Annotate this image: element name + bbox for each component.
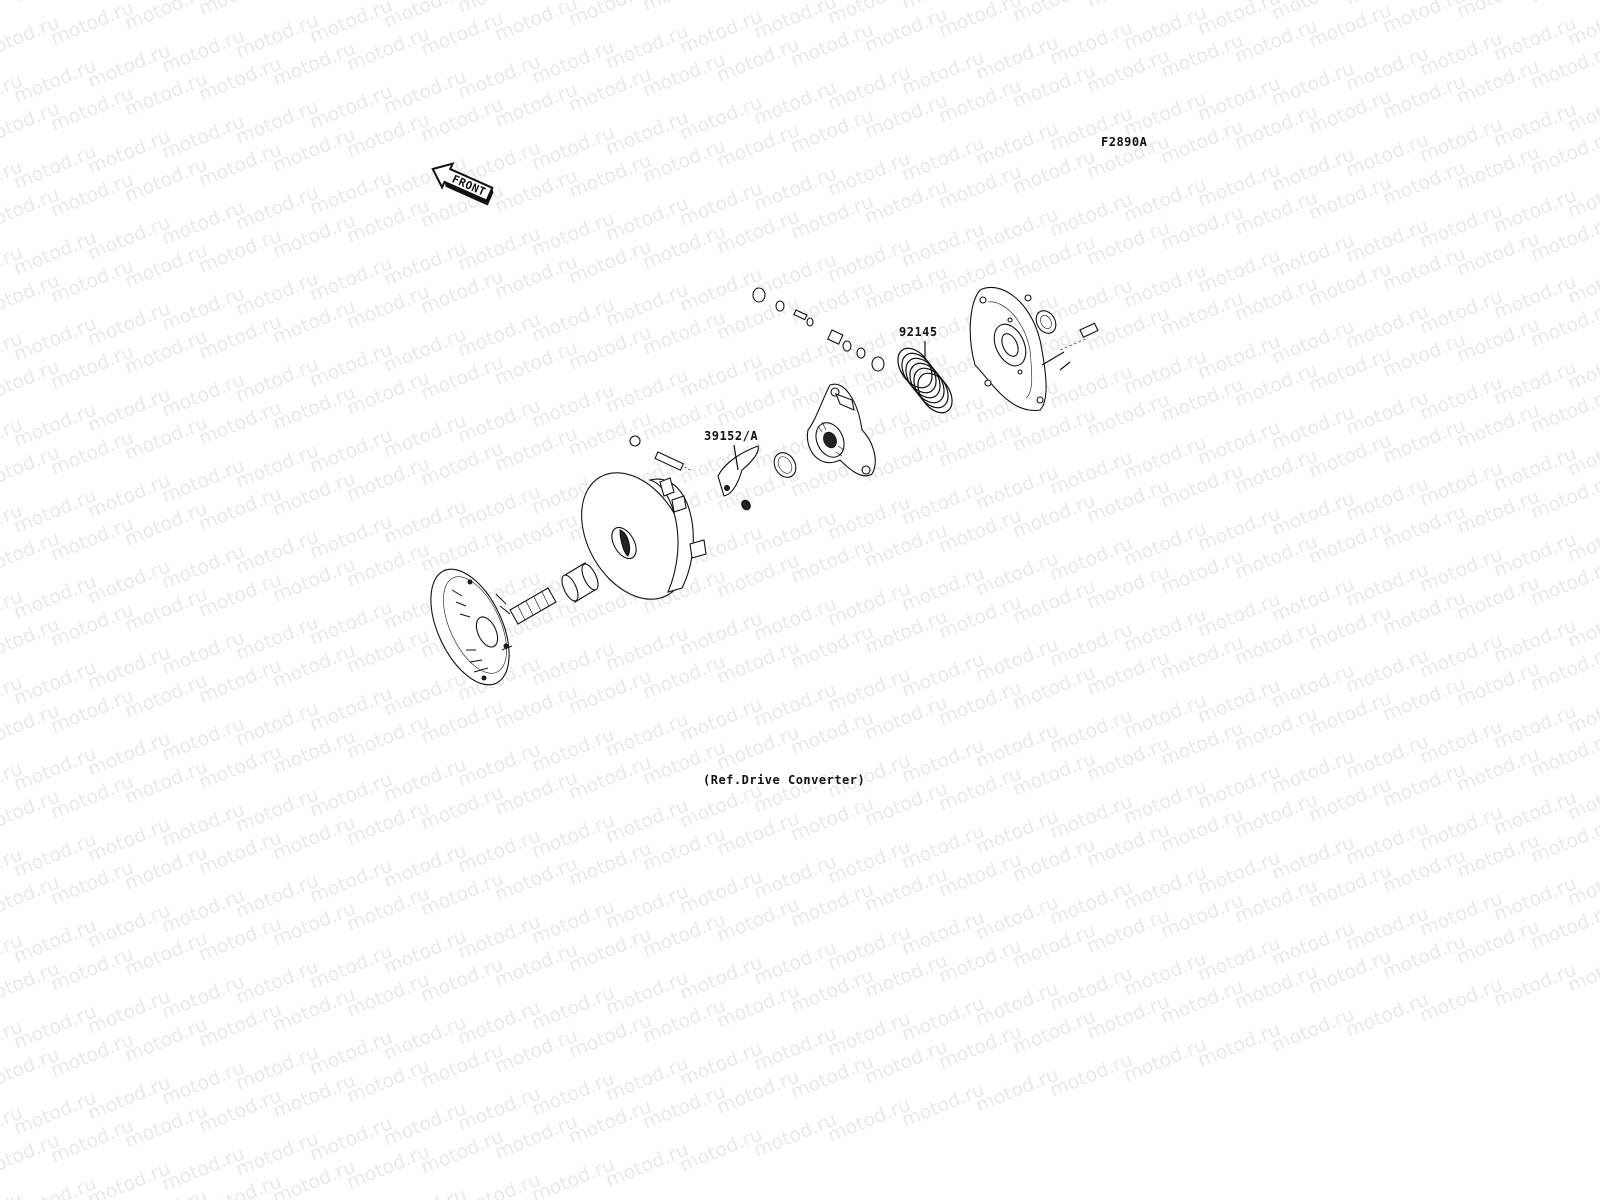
- watermark-text: motod.ru: [455, 1169, 544, 1200]
- watermark-text: motod.ru: [1417, 974, 1506, 1027]
- watermark-text: motod.ru: [1528, 0, 1600, 8]
- roller-set: [752, 287, 885, 372]
- callout-label-spring: 92145: [899, 325, 938, 339]
- watermark-text: motod.ru: [603, 1139, 692, 1192]
- watermark-text: motod.ru: [825, 1094, 914, 1147]
- cover-seal-bolt: [1035, 310, 1099, 371]
- watermark-text: motod.ru: [270, 0, 359, 5]
- watermark-text: motod.ru: [751, 1109, 840, 1162]
- watermark-text: motod.ru: [899, 1079, 988, 1132]
- watermark-text: motod.ru: [677, 1124, 766, 1177]
- shaft-bushing: [561, 562, 599, 603]
- watermark-text: motod.ru: [1047, 1049, 1136, 1102]
- callout-label-flyweight: 39152/A: [704, 429, 758, 443]
- watermark-text: motod.ru: [1491, 959, 1580, 1012]
- watermark-text: motod.ru: [48, 0, 137, 50]
- fixed-sheave: [430, 568, 557, 686]
- watermark-text: motod.ru: [973, 1064, 1062, 1117]
- ref-caption: (Ref.Drive Converter): [703, 773, 865, 787]
- movable-sheave: [581, 472, 707, 600]
- watermark-text: motod.ru: [1010, 0, 1099, 27]
- watermark-text: motod.ru: [1195, 1019, 1284, 1072]
- converter-cover: [969, 286, 1047, 411]
- watermark-text: motod.ru: [714, 0, 803, 1]
- watermark-text: motod.ru: [1121, 1034, 1210, 1087]
- weight-pin-set: [629, 435, 691, 471]
- callout-spring: 92145: [899, 325, 938, 360]
- washer-ring: [773, 452, 797, 478]
- watermark-text: motod.ru: [0, 1188, 26, 1200]
- watermark-text: motod.ru: [1343, 989, 1432, 1042]
- watermark-text: motod.ru: [1269, 1004, 1358, 1057]
- figure-code: F2890A: [1101, 135, 1148, 149]
- clutch-spring: [897, 347, 953, 414]
- watermark-text: motod.ru: [566, 0, 655, 31]
- callout-flyweight: 39152/A: [704, 429, 758, 471]
- watermark-text: motod.ru: [1084, 0, 1173, 12]
- ramp-plate: [806, 383, 876, 477]
- watermark-text: motod.ru: [1454, 0, 1543, 23]
- watermark-text: motod.ru: [196, 0, 285, 20]
- watermark-text: motod.ru: [640, 0, 729, 16]
- watermark-text: motod.ru: [11, 0, 100, 7]
- watermark-text: motod.ru: [381, 1184, 470, 1200]
- watermark-text: motod.ru: [492, 0, 581, 46]
